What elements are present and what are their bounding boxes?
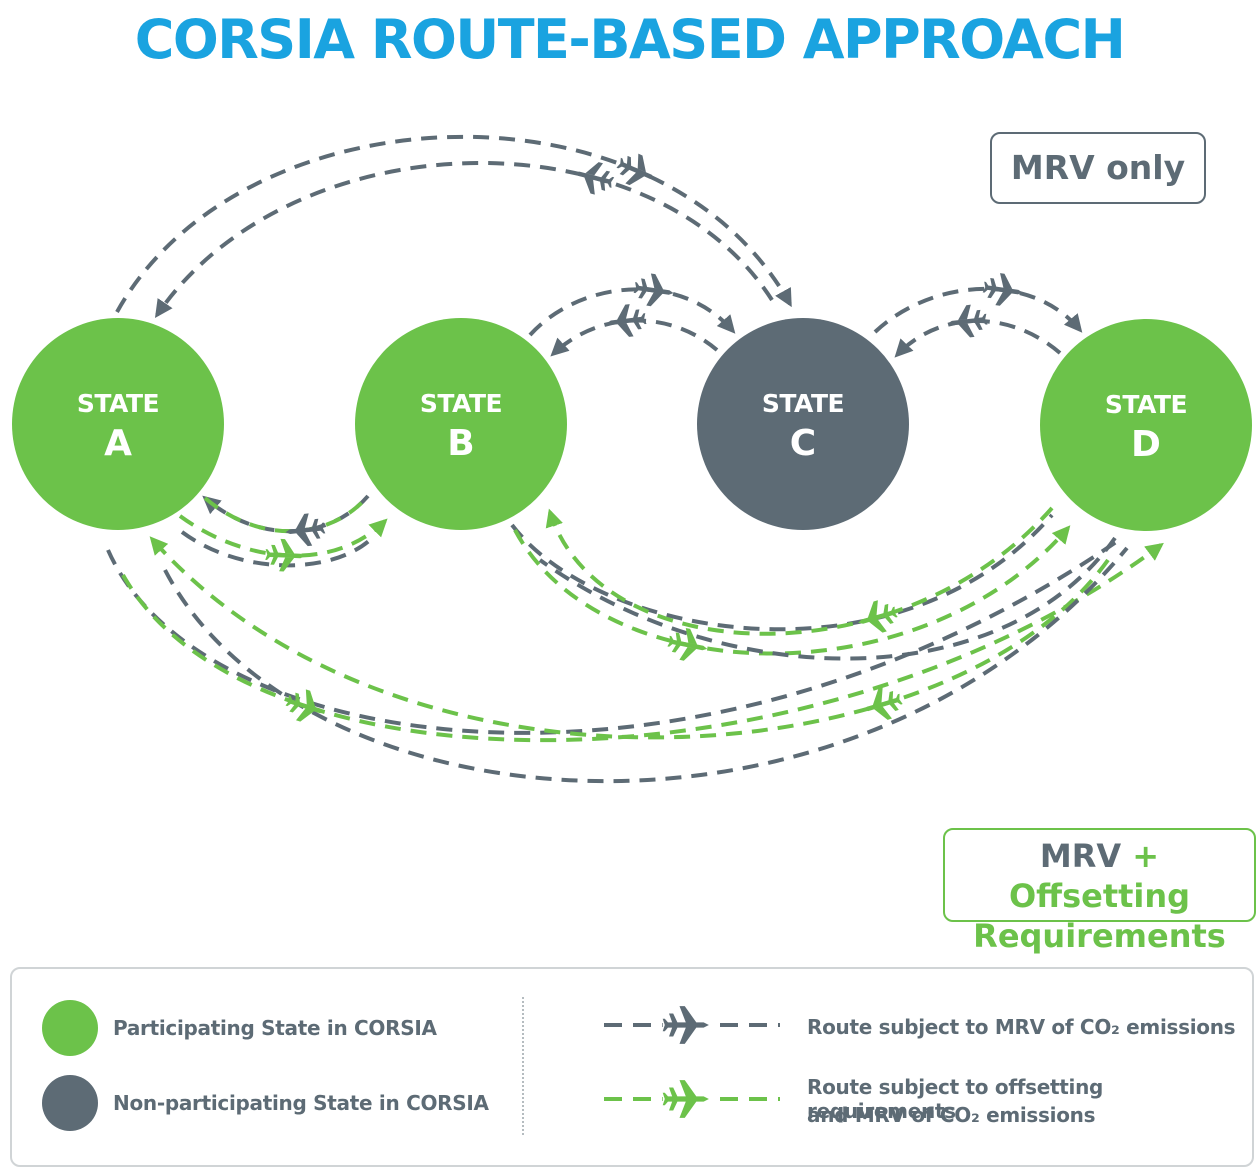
participating-dot-icon — [42, 1000, 98, 1056]
airplane-icon — [662, 1006, 716, 1044]
airplane-icon — [667, 628, 708, 661]
airplane-icon — [265, 538, 305, 572]
state-letter: B — [447, 423, 474, 464]
offsetting-text: + Offsetting — [1008, 837, 1191, 915]
offset-route-line — [149, 536, 1110, 740]
state-label: STATE — [762, 389, 844, 418]
offset-route-line — [513, 525, 1071, 656]
state-label: STATE — [420, 389, 502, 418]
airplane-icon — [285, 689, 325, 722]
airplane-icon — [633, 273, 674, 307]
airplane-icon — [858, 600, 898, 633]
offset-route-line — [545, 506, 1054, 636]
mrv-route-line — [873, 287, 1083, 334]
mrv-route-line — [163, 546, 1129, 783]
mrv-only-text: MRV only — [1010, 148, 1186, 187]
state-a-node: STATE A — [12, 318, 224, 530]
state-c-node: STATE C — [697, 318, 909, 530]
legend-divider — [522, 997, 524, 1135]
state-letter: A — [104, 423, 132, 464]
legend-non-participating-label: Non-participating State in CORSIA — [113, 1091, 489, 1115]
mrv-route-line — [538, 536, 1117, 661]
mrv-route-line — [115, 134, 792, 313]
offset-route-line — [203, 494, 370, 534]
airplane-icon — [982, 273, 1023, 306]
state-letter: D — [1131, 424, 1161, 465]
mrv-route-line — [550, 318, 719, 357]
offset-route-line — [121, 542, 1164, 743]
legend: Participating State in CORSIA Non-partic… — [10, 967, 1254, 1167]
offset-route-line-icon — [604, 1080, 780, 1118]
legend-offset-route-label-1: Route subject to offsetting requirements — [807, 1075, 1104, 1123]
airplane-icon — [574, 162, 615, 195]
state-d-node: STATE D — [1040, 319, 1252, 531]
requirements-text: Requirements — [973, 917, 1226, 955]
mrv-only-label-box: MRV only — [990, 132, 1206, 204]
legend-mrv-route-label: Route subject to MRV of CO₂ emissions — [807, 1015, 1236, 1039]
airplane-icon — [616, 153, 655, 186]
route-diagram: STATE A STATE B STATE C STATE D — [12, 134, 1252, 783]
mrv-route-line — [106, 536, 1124, 735]
airplane-icon — [285, 513, 326, 547]
state-label: STATE — [77, 389, 159, 418]
airplane-icon — [863, 687, 903, 720]
mrv-text: MRV — [1039, 837, 1122, 875]
mrv-route-line — [510, 513, 1054, 632]
non-participating-dot-icon — [42, 1075, 98, 1131]
state-letter: C — [790, 423, 816, 464]
airplane-icon — [947, 304, 988, 338]
mrv-route-line-icon — [604, 1006, 780, 1044]
legend-offset-route-label-2: and MRV of CO₂ emissions — [807, 1103, 1096, 1127]
legend-participating-label: Participating State in CORSIA — [113, 1016, 437, 1040]
airplane-icon — [662, 1080, 716, 1118]
state-label: STATE — [1105, 390, 1187, 419]
mrv-route-line — [528, 287, 736, 337]
mrv-offsetting-label-box: MRV + Offsetting Requirements — [943, 828, 1256, 955]
mrv-route-line — [154, 160, 774, 318]
page-title: CORSIA ROUTE-BASED APPROACH — [134, 8, 1126, 71]
state-b-node: STATE B — [355, 318, 567, 530]
airplane-icon — [606, 304, 647, 337]
